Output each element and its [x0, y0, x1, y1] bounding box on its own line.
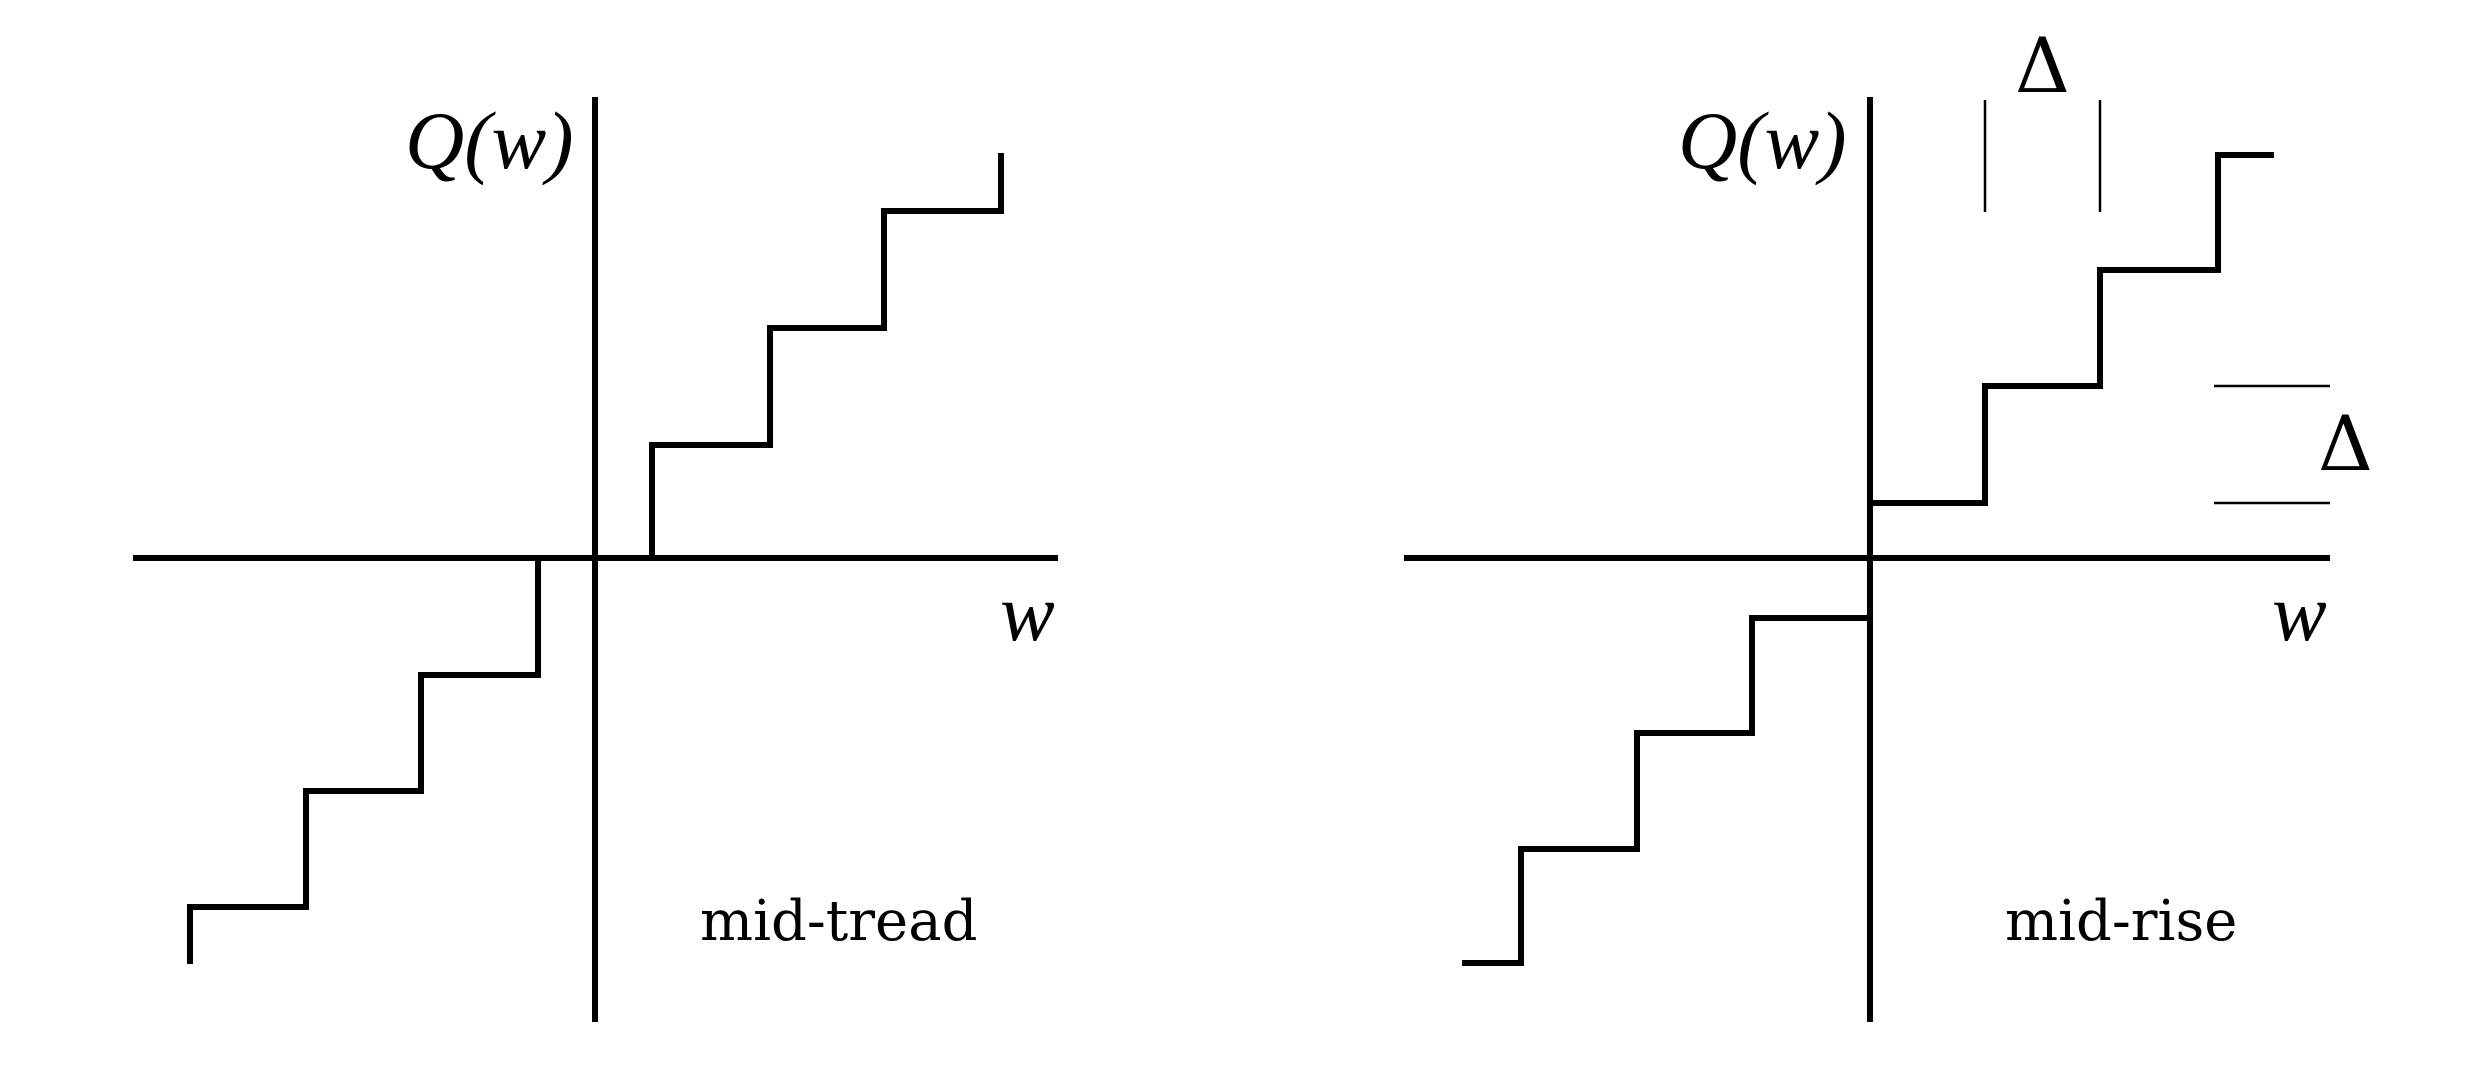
delta-height-label: Δ [2318, 399, 2373, 488]
mid-tread-y-axis-label: Q(w) [405, 95, 574, 186]
mid-tread-caption: mid-tread [700, 889, 977, 954]
mid-tread-x-axis-label: w [1000, 567, 1055, 658]
mid-rise-staircase-positive [1867, 152, 2274, 558]
mid-tread-staircase-positive [649, 153, 1004, 558]
mid-rise-x-axis-label: w [2272, 567, 2327, 658]
mid-rise-panel [1404, 97, 2330, 1022]
mid-rise-staircase-negative [1462, 558, 1873, 966]
mid-tread-panel [133, 97, 1058, 1022]
mid-rise-annotation-marks [1983, 100, 2330, 505]
delta-width-label: Δ [2015, 21, 2070, 110]
mid-tread-staircase-negative [187, 558, 541, 964]
mid-rise-caption: mid-rise [2005, 889, 2237, 954]
mid-rise-y-axis-label: Q(w) [1678, 95, 1847, 186]
